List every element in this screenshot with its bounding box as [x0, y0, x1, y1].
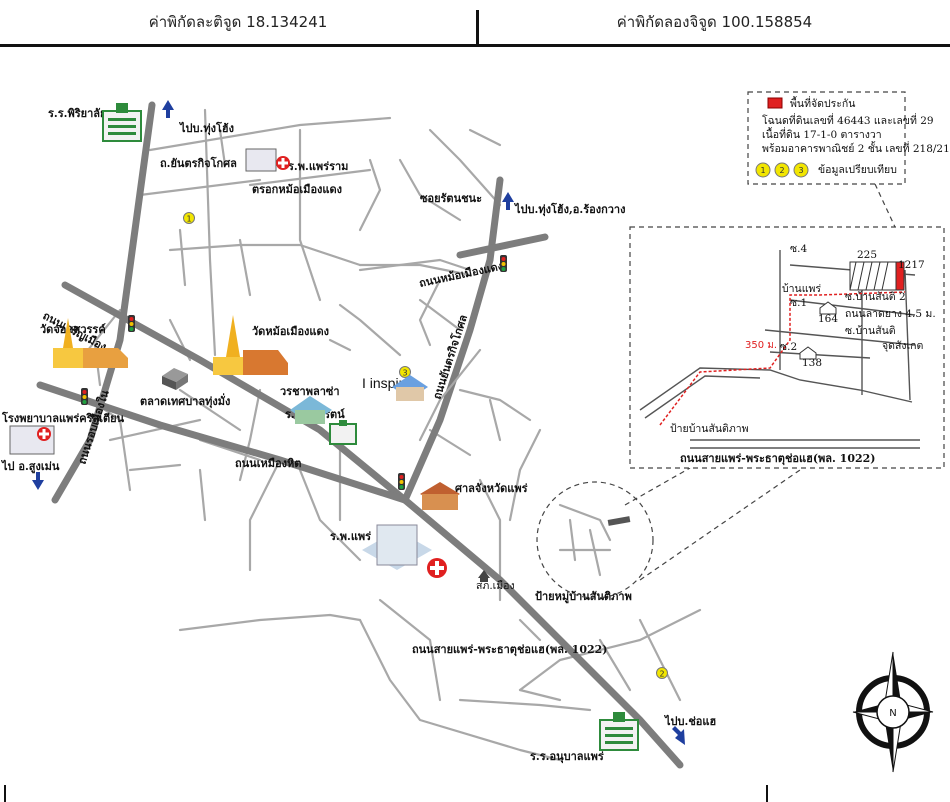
label-road-muang-daeng: ถนนหม้อเมืองแดง [418, 259, 504, 289]
svg-text:ถนนลาดยาง 4.5 ม.: ถนนลาดยาง 4.5 ม. [845, 308, 936, 320]
property-lot [895, 261, 905, 291]
hospital-icon [9, 425, 55, 455]
legend-markers: 1 2 3 [755, 162, 809, 178]
label-court: ศาลจังหวัดแพร่ [455, 482, 528, 495]
inset-main-road: ถนนสายแพร่-พระธาตุช่อแฮ(พล. 1022) [680, 452, 876, 466]
label-market: ตลาดเทศบาลทุ่งมั่ง [140, 393, 230, 409]
police-icon [478, 570, 490, 582]
marker-2 [656, 667, 668, 679]
svg-text:บ้านแพร่: บ้านแพร่ [782, 283, 821, 295]
svg-text:ซ.2: ซ.2 [780, 341, 797, 353]
zoom-connector [624, 467, 691, 506]
property-marker-small [607, 516, 631, 526]
svg-text:ซ.บ้านสันติ 2: ซ.บ้านสันติ 2 [845, 291, 906, 303]
label-to-cho-hae: ไปบ.ช่อแฮ [663, 714, 716, 728]
traffic-light-icon [500, 255, 507, 272]
label-soi: ซอยรัตนชนะ [420, 192, 482, 205]
school-icon [290, 396, 332, 424]
traffic-light-icon [398, 473, 405, 490]
label-wat-chom-sawan: วัดจอมสวรรค์ [40, 323, 106, 336]
label-wat-muang-daeng: วัดหม้อเมืองแดง [252, 325, 329, 338]
svg-text:2: 2 [659, 670, 664, 679]
comparison-markers: 1 2 3 [183, 212, 668, 679]
label-trok-muang-daeng: ตรอกหม้อเมืองแดง [252, 183, 342, 196]
arrow-icon [672, 726, 685, 745]
svg-text:ซ.1: ซ.1 [790, 297, 807, 309]
svg-text:2: 2 [779, 166, 784, 175]
legend-connector [874, 183, 896, 228]
temple-icon [53, 318, 128, 368]
svg-text:1: 1 [760, 166, 765, 175]
label-police: สภ.เมือง [476, 579, 515, 592]
inset-num-1217: 1217 [898, 259, 925, 271]
market-icon [162, 368, 188, 390]
svg-text:ซ.บ้านสันติ: ซ.บ้านสันติ [845, 325, 896, 337]
inset-labels: 225 1217 350 ม. ถนนสายแพร่-พระธาตุช่อแฮ(… [670, 243, 936, 466]
marker-1 [183, 212, 195, 224]
legend-line1: โฉนดที่ดินเลขที่ 46443 และเลขที่ 29 [762, 113, 934, 127]
inspire-building-icon [392, 375, 428, 401]
zoom-connector [639, 469, 801, 581]
legend-markers-label: ข้อมูลเปรียบเทียบ [818, 163, 897, 176]
longitude-text: ค่าพิกัดลองจิจูด 100.158854 [616, 13, 813, 31]
svg-text:จุดสังเกต: จุดสังเกต [882, 340, 923, 352]
arrow-icon [32, 472, 44, 490]
svg-text:ซ.4: ซ.4 [790, 243, 807, 255]
compass-n: N [889, 708, 896, 719]
label-road-muang-hit: ถนนเหมืองหิต [235, 457, 301, 470]
route-line [659, 291, 906, 426]
legend-line3: พร้อมอาคารพาณิชย์ 2 ชั้น เลขที่ 218/216 [762, 141, 950, 155]
svg-text:3: 3 [798, 166, 803, 175]
zoom-circle [536, 481, 654, 599]
svg-text:138: 138 [802, 357, 822, 369]
inset-sign: ป้ายบ้านสันติภาพ [670, 423, 749, 435]
inset-num-225: 225 [857, 249, 877, 261]
label-hosp-christian: โรงพยาบาลแพร่คริสเตียน [1, 411, 125, 425]
place-icons [9, 103, 639, 751]
label-pharmacy: วรชาพลาซ่า [280, 385, 340, 398]
label-to-thung-hong: ไปบ.ทุ่งโฮ้ง [178, 121, 234, 136]
svg-text:1: 1 [186, 215, 191, 224]
marker-3 [399, 366, 411, 378]
label-school-piriyalai: ร.ร.พิริยาลัย [48, 107, 106, 120]
school-icon [329, 420, 357, 445]
label-hosp-phrae-ram: ร.พ.แพร่ราม [288, 160, 348, 173]
arrow-icon [502, 192, 514, 210]
latitude-text: ค่าพิกัดละติจูด 18.134241 [148, 13, 328, 31]
inset-roads [639, 250, 920, 449]
hospital-icon [362, 524, 447, 578]
arrow-icon [162, 100, 174, 118]
road-muang-daeng [358, 258, 472, 272]
label-to-sung-men: ไป อ.สูงเม่น [0, 459, 60, 474]
road-inspire [418, 348, 482, 442]
header-bar: ค่าพิกัดละติจูด 18.134241 ค่าพิกัดลองจิจ… [0, 0, 950, 47]
inset-lots [799, 261, 905, 360]
direction-arrows [32, 100, 685, 745]
traffic-light-icon [81, 388, 88, 405]
temple-icon [213, 315, 288, 375]
label-road-phrathat: ถนนสายแพร่-พระธาตุช่อแฮ(พล. 1022) [412, 643, 608, 657]
legend-area-label: พื้นที่จัดประกัน [790, 96, 855, 110]
map-labels: ร.ร.พิริยาลัย ไปบ.ทุ่งโฮ้ง ถ.ยันตรกิจโกศ… [0, 107, 716, 764]
svg-text:164: 164 [818, 313, 838, 325]
property-swatch [767, 97, 783, 109]
label-hosp-phrae: ร.พ.แพร่ [330, 530, 371, 543]
label-school-anuban: ร.ร.อนุบาลแพร่ [530, 750, 604, 764]
traffic-light-icon [128, 315, 135, 332]
label-to-rong-kwang: ไปบ.ทุ่งโฮ้ง,อ.ร้องกวาง [513, 202, 625, 217]
school-icon [102, 103, 142, 142]
label-road-yantarakit: ถ.ยันตรกิจโกศล [160, 156, 237, 170]
header-underline [0, 44, 950, 47]
header-divider [476, 10, 479, 46]
compass-icon: N [852, 651, 934, 773]
svg-text:3: 3 [402, 369, 407, 378]
court-icon [420, 482, 460, 510]
traffic-lights [81, 255, 507, 490]
legend-line2: เนื้อที่ดิน 17-1-0 ตารางวา [762, 127, 882, 141]
inset-distance: 350 ม. [745, 340, 777, 351]
school-icon [599, 712, 639, 751]
hospital-icon [245, 148, 290, 172]
